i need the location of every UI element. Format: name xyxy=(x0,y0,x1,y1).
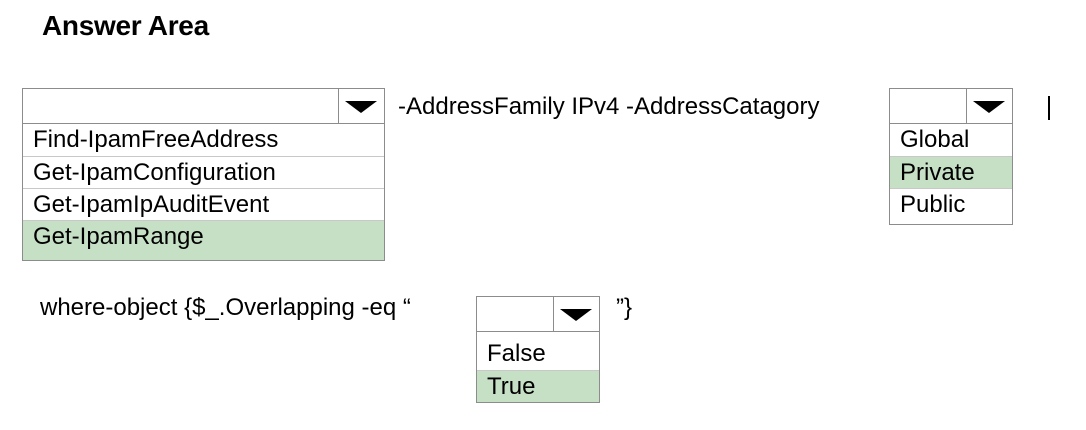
cmdlet-dropdown-selected[interactable] xyxy=(22,88,385,124)
overlapping-value-dropdown-selected[interactable] xyxy=(476,296,600,332)
where-object-prefix-text: where-object {$_.Overlapping -eq “ xyxy=(40,294,411,321)
category-option-global[interactable]: Global xyxy=(900,126,970,153)
overlapping-value-dropdown[interactable]: False True xyxy=(476,296,600,403)
overlapping-value-dropdown-options: False True xyxy=(476,332,600,403)
chevron-down-icon[interactable] xyxy=(966,89,1012,123)
answer-area-title: Answer Area xyxy=(42,10,209,41)
address-category-dropdown-selected[interactable] xyxy=(889,88,1013,124)
chevron-down-icon[interactable] xyxy=(338,89,384,123)
address-family-param-text: -AddressFamily IPv4 -AddressCatagory xyxy=(398,93,820,120)
address-category-dropdown[interactable]: Global Private Public xyxy=(889,88,1013,225)
bool-option-true[interactable]: True xyxy=(477,370,599,402)
where-object-suffix-text: ”} xyxy=(616,294,633,321)
cmdlet-option-find-ipamfreeaddress[interactable]: Find-IpamFreeAddress xyxy=(33,126,279,153)
bool-option-false[interactable]: False xyxy=(487,340,546,367)
text-cursor xyxy=(1048,96,1050,120)
cmdlet-dropdown[interactable]: Find-IpamFreeAddress Get-IpamConfigurati… xyxy=(22,88,385,261)
cmdlet-option-get-ipamrange[interactable]: Get-IpamRange xyxy=(23,220,384,260)
cmdlet-option-get-ipamipauditevent[interactable]: Get-IpamIpAuditEvent xyxy=(23,188,384,220)
cmdlet-option-get-ipamconfiguration[interactable]: Get-IpamConfiguration xyxy=(23,156,384,188)
chevron-down-icon[interactable] xyxy=(553,297,599,331)
address-category-dropdown-options: Global Private Public xyxy=(889,124,1013,225)
cmdlet-dropdown-options: Find-IpamFreeAddress Get-IpamConfigurati… xyxy=(22,124,385,261)
category-option-private[interactable]: Private xyxy=(890,156,1012,188)
category-option-public[interactable]: Public xyxy=(890,188,1012,224)
